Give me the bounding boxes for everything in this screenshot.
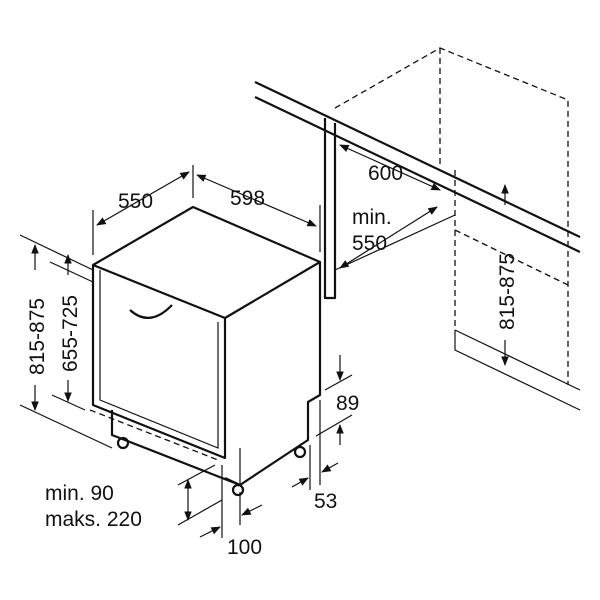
height-right-label: 815-875 [496, 253, 519, 330]
dishwasher [89, 205, 322, 497]
foot [116, 436, 130, 450]
dimension-lines [19, 144, 509, 538]
foot [231, 483, 245, 497]
niche-width-label: 600 [368, 162, 403, 185]
width-label: 598 [230, 187, 265, 210]
plinth-offset-label: 53 [314, 490, 337, 513]
countertop [254, 81, 581, 253]
depth-label: 550 [118, 190, 153, 213]
height-left-label: 815-875 [26, 298, 49, 375]
door-height-label: 655-725 [59, 295, 82, 372]
door-handle [129, 304, 173, 319]
foot-offset-label: 100 [227, 536, 262, 559]
niche-depth-value-label: 550 [352, 232, 387, 255]
niche-depth-min-label: min. [352, 206, 392, 229]
plinth-min-label: min. 90 [45, 482, 114, 505]
niche-dashed-outline [334, 47, 581, 411]
plinth-max-label: maks. 220 [45, 508, 142, 531]
foot [293, 445, 307, 459]
plinth-top-label: 89 [336, 392, 359, 415]
